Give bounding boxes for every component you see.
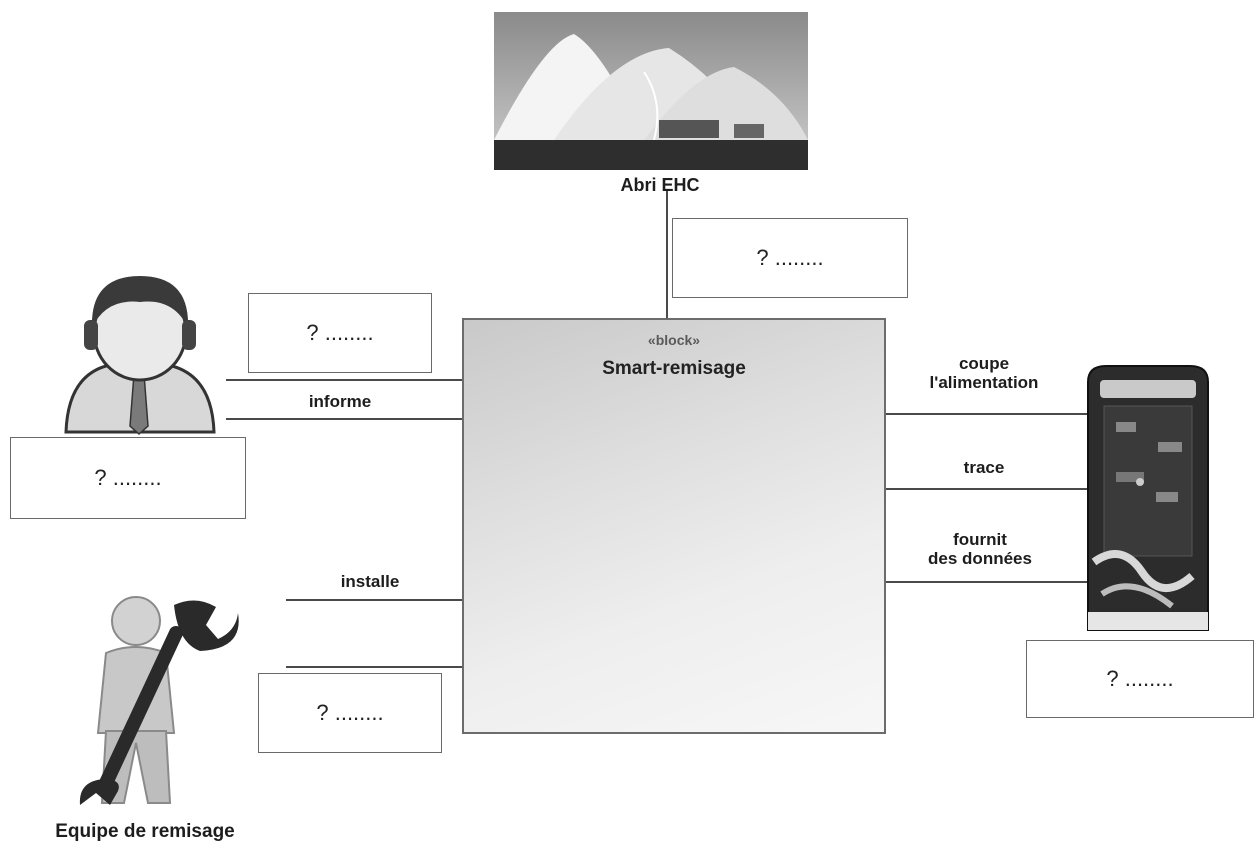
- flow-label-fournit-line1: fournit: [953, 530, 1007, 549]
- flow-label-installe: installe: [340, 572, 400, 591]
- unknown-box-device[interactable]: ? ........: [1026, 640, 1254, 718]
- unknown-box-user-lower[interactable]: ? ........: [10, 437, 246, 519]
- unknown-box-top[interactable]: ? ........: [672, 218, 908, 298]
- equipe-figure: [66, 593, 246, 815]
- wrench-worker-icon: [79, 596, 239, 805]
- smart-remisage-block: «block» Smart-remisage: [462, 318, 886, 734]
- abri-photo: [494, 12, 808, 170]
- abri-label: Abri EHC: [620, 175, 700, 195]
- tent-photo-icon: [494, 12, 808, 170]
- flow-label-coupe-line2: l'alimentation: [929, 373, 1039, 392]
- flow-label-informe: informe: [308, 392, 372, 411]
- user-avatar: [56, 262, 222, 436]
- unknown-box-equipe[interactable]: ? ........: [258, 673, 442, 753]
- equipe-label: Equipe de remisage: [55, 821, 235, 842]
- electrical-cabinet-icon: [1087, 365, 1209, 631]
- flow-label-coupe: coupe l'alimentation: [904, 354, 1064, 392]
- block-name: Smart-remisage: [602, 358, 746, 379]
- flow-label-trace: trace: [963, 458, 1005, 477]
- flow-label-coupe-line1: coupe: [958, 354, 1010, 373]
- electrical-cabinet: [1082, 362, 1214, 636]
- flow-label-fournit: fournit des données: [900, 530, 1060, 568]
- block-stereotype: «block»: [647, 332, 701, 348]
- user-avatar-icon: [64, 276, 216, 436]
- unknown-box-user-upper[interactable]: ? ........: [248, 293, 432, 373]
- flow-label-fournit-line2: des données: [928, 549, 1032, 568]
